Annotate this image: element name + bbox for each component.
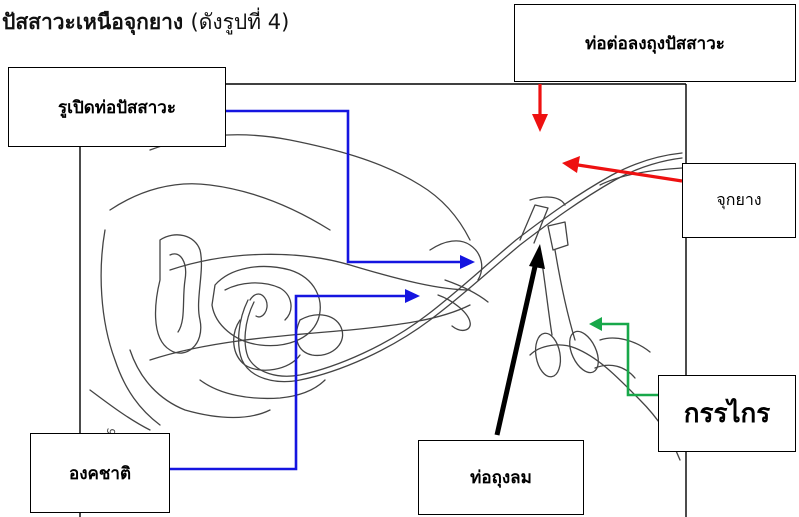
label-scissors: กรรไกร (658, 375, 796, 452)
green-connector (600, 322, 658, 397)
figure-number: 6 (104, 427, 118, 437)
black-arrow-shaft (494, 261, 539, 436)
red-arrowhead-down (532, 114, 548, 132)
blue-arrowhead-urethra (460, 255, 475, 269)
label-genitals: องคชาติ (30, 433, 170, 513)
illustration-frame (79, 83, 687, 517)
blue-arrowhead-genitals (405, 289, 420, 303)
section-heading: ปัสสาวะเหนือจุกยาง (ดังรูปที่ 4) (2, 6, 289, 39)
anatomy-line-art (89, 134, 683, 461)
black-arrowhead (529, 244, 545, 269)
red-arrows (538, 84, 683, 183)
heading-figure-ref: (ดังรูปที่ 4) (190, 10, 290, 34)
label-tube-to-bag: ท่อต่อลงถุงปัสสาวะ (514, 4, 796, 82)
red-arrowhead-left (562, 156, 580, 173)
label-rubber-plug: จุกยาง (682, 163, 796, 238)
blue-connectors (170, 109, 462, 471)
green-arrowhead (589, 317, 602, 331)
label-balloon-tube: ท่อถุงลม (418, 440, 584, 515)
heading-text: ปัสสาวะเหนือจุกยาง (2, 10, 184, 34)
label-urethra-opening: รูเปิดท่อปัสสาวะ (8, 67, 226, 147)
